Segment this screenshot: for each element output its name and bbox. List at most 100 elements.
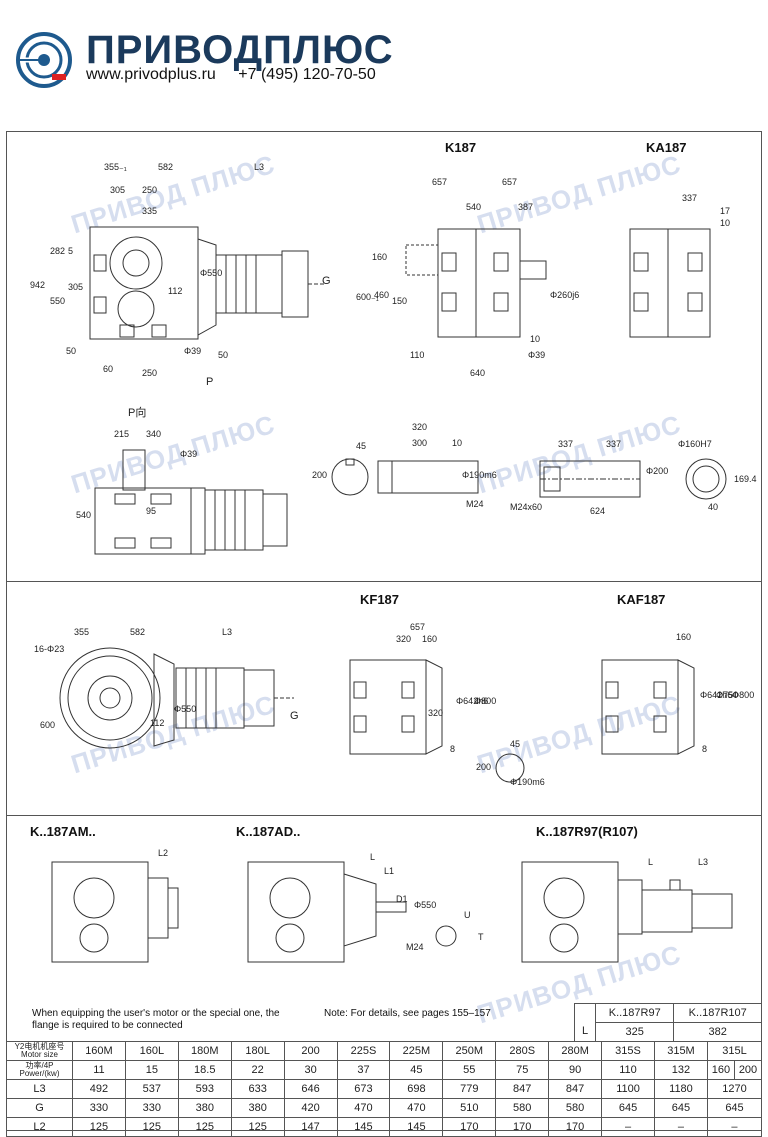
- dim-582: 582: [158, 162, 174, 172]
- table-cell: 492: [72, 1079, 126, 1099]
- table-cell: 125: [230, 1117, 285, 1137]
- dim-k187-460: 460: [374, 290, 390, 300]
- dim-250: 250: [142, 185, 158, 195]
- table-row: G 330 330 380 380 420 470 470 510 580 58…: [6, 1098, 763, 1118]
- dim-ad-u: U: [464, 910, 471, 920]
- dim-p-215: 215: [114, 429, 130, 439]
- dim-k187-phi260: Φ260j6: [550, 290, 580, 300]
- p-arrow-label: P: [206, 376, 214, 388]
- dim-kf187-200: 200: [476, 762, 492, 772]
- table-cell: 170: [495, 1117, 550, 1137]
- dim-kf-582: 582: [130, 627, 146, 637]
- dim-kaf187-phi750: Φ750: [716, 690, 739, 700]
- dim-335: 335: [142, 206, 158, 216]
- table-cell: 280S: [495, 1041, 550, 1061]
- dim-hollow-phi160: Φ160H7: [678, 439, 712, 449]
- table-cell: 250M: [442, 1041, 497, 1061]
- table-cell: 847: [495, 1079, 550, 1099]
- table-cell: 147: [283, 1117, 338, 1137]
- dim-hollow-337-a: 337: [558, 439, 574, 449]
- dim-kf187-45: 45: [510, 739, 521, 749]
- dim-942: 942: [30, 280, 46, 290]
- dim-ad-t: T: [478, 932, 484, 942]
- dim-shaft-320: 320: [412, 422, 428, 432]
- table-cell: 1100: [601, 1079, 655, 1099]
- table-cell: 510: [442, 1098, 497, 1118]
- dim-kaf187-8: 8: [702, 744, 708, 754]
- dim-p-phi39: Φ39: [180, 449, 198, 459]
- dim-305: 305: [110, 185, 126, 195]
- table-cell: 55: [442, 1060, 497, 1080]
- table-cell: 779: [442, 1079, 497, 1099]
- dim-kf-600: 600: [40, 720, 56, 730]
- table-cell: 11: [72, 1060, 126, 1080]
- dim-kaf187-phi800: Φ800: [732, 690, 755, 700]
- k187r97-drawing: [520, 860, 750, 970]
- table-cell: 1180: [653, 1079, 708, 1099]
- table-cell: 380: [230, 1098, 285, 1118]
- dim-ad-m24: M24: [406, 942, 424, 952]
- brand-name: ПРИВОДПЛЮС: [86, 28, 394, 72]
- row-label-l3: L3: [6, 1079, 73, 1099]
- dim-k187-540: 540: [466, 202, 482, 212]
- dim-p-95: 95: [146, 506, 157, 516]
- table-cell: 330: [124, 1098, 179, 1118]
- dim-ad-l1: L1: [384, 866, 395, 876]
- dim-hollow-m24x60: M24x60: [510, 502, 543, 512]
- dim-ad-d1: D1: [396, 894, 408, 904]
- dim-ka187-337: 337: [682, 193, 698, 203]
- note-pages: Note: For details, see pages 155–157: [324, 1008, 491, 1019]
- dim-60: 60: [103, 364, 114, 374]
- kf187-side-view-drawing: [346, 660, 466, 760]
- dim-k187-160: 160: [372, 252, 388, 262]
- section-divider-2: [6, 815, 762, 816]
- dim-k187-640: 640: [470, 368, 486, 378]
- kaf187-side-view-drawing: [598, 660, 718, 760]
- table-row: L3 492 537 593 633 646 673 698 779 847 8…: [6, 1079, 763, 1099]
- table-cell: 200: [733, 1060, 763, 1080]
- dim-shaft-10: 10: [452, 438, 463, 448]
- table-cell: 470: [336, 1098, 391, 1118]
- dim-shaft-phi190: Φ190m6: [462, 470, 497, 480]
- table-cell: 633: [230, 1079, 285, 1099]
- table-cell: 30: [283, 1060, 338, 1080]
- dim-kf187-phi190: Φ190m6: [510, 777, 545, 787]
- title-k187am: K..187AM..: [30, 824, 96, 839]
- table-cell: 160: [706, 1060, 735, 1080]
- row-label-g: G: [6, 1098, 73, 1118]
- title-kaf187: KAF187: [617, 592, 666, 607]
- dim-kf-355: 355: [74, 627, 90, 637]
- dim-ad-l: L: [370, 852, 376, 862]
- title-ka187: KA187: [646, 140, 687, 155]
- dim-shaft-m24: M24: [466, 499, 484, 509]
- ka187-view-drawing: [628, 225, 718, 345]
- r-table-row-label: L: [582, 1025, 589, 1037]
- dim-50-b: 50: [218, 350, 229, 360]
- table-cell: 37: [336, 1060, 391, 1080]
- dim-k187-10: 10: [530, 334, 541, 344]
- dim-phi550: Φ550: [200, 268, 223, 278]
- dim-kf187-phi800: Φ800: [474, 696, 497, 706]
- title-p-view: P向: [128, 407, 147, 419]
- table-cell: 380: [177, 1098, 232, 1118]
- table-cell: 315S: [601, 1041, 655, 1061]
- table-cell: 170: [548, 1117, 603, 1137]
- table-cell: 593: [177, 1079, 232, 1099]
- dim-50: 50: [66, 346, 77, 356]
- table-cell: 145: [389, 1117, 444, 1137]
- r-variant-table: K..187R97 K..187R107 325 382: [574, 1003, 762, 1042]
- table-cell: 160L: [124, 1041, 179, 1061]
- table-cell: 132: [653, 1060, 708, 1080]
- table-cell: 18.5: [177, 1060, 232, 1080]
- website-link[interactable]: www.privodplus.ru: [86, 66, 216, 83]
- dim-k187-phi39: Φ39: [528, 350, 546, 360]
- dim-kaf187-phi642: Φ642h6: [700, 690, 733, 700]
- brand-logo-icon: [14, 30, 74, 90]
- dim-k187-150: 150: [392, 296, 408, 306]
- k187am-drawing: [50, 860, 190, 970]
- dim-r97-l: L: [648, 857, 654, 867]
- table-cell: 645: [706, 1098, 763, 1118]
